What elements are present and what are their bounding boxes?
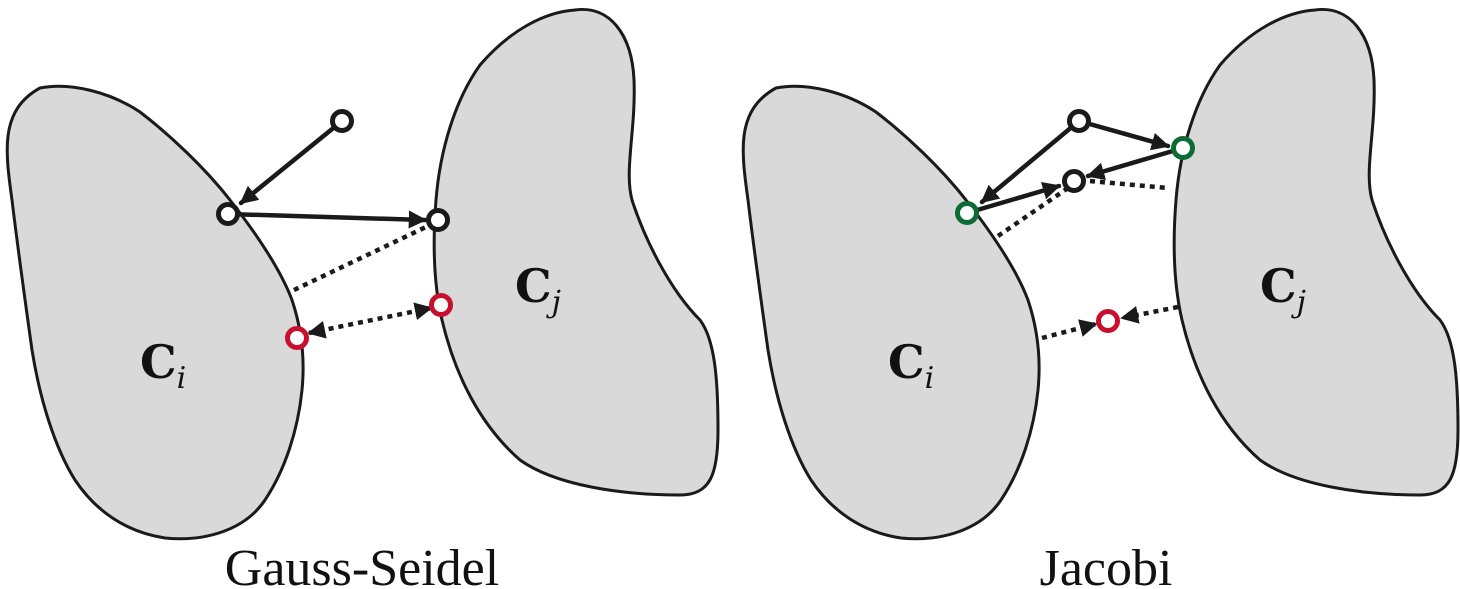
step-arrow-to-ci (238, 118, 345, 206)
solution-point-icon (1096, 309, 1120, 333)
gauss-seidel-panel: Ci Cj Gauss-Seidel (5, 7, 720, 589)
average-arrow-from-cj (1085, 145, 1186, 181)
projection-on-ci-icon (955, 201, 979, 225)
step-arrow-to-cj (1076, 118, 1171, 151)
set-cj-shape (432, 7, 720, 497)
set-cj-shape (1172, 7, 1460, 497)
dotted-connector (293, 223, 429, 293)
average-arrow-from-ci (964, 181, 1062, 216)
projection-on-cj-icon (1171, 136, 1195, 160)
caption-gauss-seidel: Gauss-Seidel (225, 540, 499, 589)
step-arrow-to-cj (225, 210, 428, 229)
label-cj: Cj (515, 259, 561, 320)
averaged-point-icon (1062, 169, 1086, 193)
projection-on-ci-icon (216, 202, 240, 226)
projection-on-cj-icon (426, 208, 450, 232)
distance-arrow-from-cj (1120, 304, 1179, 324)
set-ci-shape (741, 84, 1041, 541)
closest-point-ci-icon (285, 326, 309, 350)
distance-double-arrow (307, 302, 433, 339)
caption-jacobi: Jacobi (1040, 540, 1173, 589)
set-ci-shape (5, 84, 305, 541)
dotted-connector-cj (1089, 178, 1169, 191)
initial-point-icon (330, 109, 354, 133)
label-ci: Ci (140, 335, 186, 396)
dotted-connector-ci (996, 186, 1070, 238)
distance-arrow-from-ci (1041, 319, 1098, 341)
step-arrow-to-ci (979, 118, 1082, 205)
label-ci: Ci (888, 335, 934, 396)
label-cj: Cj (1260, 259, 1306, 320)
initial-point-icon (1067, 109, 1091, 133)
jacobi-panel: Ci Cj Jacobi (741, 7, 1460, 589)
closest-point-cj-icon (429, 293, 453, 317)
